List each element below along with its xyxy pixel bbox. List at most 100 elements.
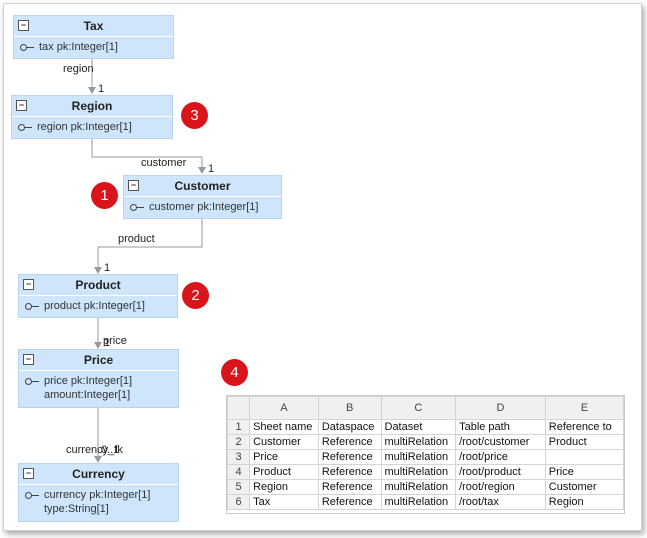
key-icon bbox=[20, 43, 34, 51]
table-cell[interactable]: Reference bbox=[317, 464, 382, 480]
entity-price[interactable]: − Price price pk:Integer[1] amount:Integ… bbox=[18, 349, 179, 408]
key-icon bbox=[25, 377, 39, 385]
entity-field: region pk:Integer[1] bbox=[37, 121, 132, 133]
entity-region[interactable]: − Region region pk:Integer[1] bbox=[11, 95, 173, 139]
table-cell[interactable] bbox=[544, 449, 624, 465]
edge-multiplicity: 1 bbox=[104, 262, 111, 274]
column-header[interactable]: B bbox=[317, 396, 382, 420]
table-cell[interactable]: Price bbox=[249, 449, 319, 465]
table-cell[interactable]: Reference bbox=[317, 449, 382, 465]
entity-customer[interactable]: − Customer customer pk:Integer[1] bbox=[123, 175, 282, 219]
table-cell[interactable]: Product bbox=[544, 434, 624, 450]
column-header[interactable]: A bbox=[249, 396, 319, 420]
table-cell[interactable]: Tax bbox=[249, 494, 319, 510]
row-number[interactable]: 5 bbox=[227, 479, 251, 495]
column-header[interactable]: D bbox=[455, 396, 546, 420]
table-cell[interactable]: Reference bbox=[317, 479, 382, 495]
corner-cell[interactable] bbox=[227, 396, 251, 420]
key-icon bbox=[25, 491, 39, 499]
edge-multiplicity: 1 bbox=[104, 337, 111, 349]
collapse-icon[interactable]: − bbox=[16, 100, 27, 111]
entity-header: − Currency bbox=[19, 464, 178, 485]
table-cell[interactable]: Reference bbox=[317, 494, 382, 510]
table-cell[interactable]: /root/customer bbox=[455, 434, 546, 450]
entity-header: − Price bbox=[19, 350, 178, 371]
arrow-head bbox=[94, 267, 102, 274]
table-row: 6 Tax Reference multiRelation /root/tax … bbox=[227, 494, 624, 510]
column-header-row: A B C D E bbox=[227, 396, 624, 420]
table-row: 4 Product Reference multiRelation /root/… bbox=[227, 464, 624, 480]
row-number[interactable]: 4 bbox=[227, 464, 251, 480]
entity-title: Product bbox=[75, 278, 121, 292]
table-row: 3 Price Reference multiRelation /root/pr… bbox=[227, 449, 624, 465]
collapse-icon[interactable]: − bbox=[128, 180, 139, 191]
edge-customer-product bbox=[97, 219, 203, 273]
table-cell[interactable]: Sheet name bbox=[249, 419, 319, 435]
table-cell[interactable]: /root/tax bbox=[455, 494, 546, 510]
row-number[interactable]: 2 bbox=[227, 434, 251, 450]
collapse-icon[interactable]: − bbox=[23, 354, 34, 365]
table-cell[interactable]: /root/product bbox=[455, 464, 546, 480]
row-number[interactable]: 3 bbox=[227, 449, 251, 465]
table-cell[interactable]: multiRelation bbox=[380, 449, 457, 465]
table-cell[interactable]: multiRelation bbox=[380, 434, 457, 450]
table-cell[interactable]: Reference to bbox=[544, 419, 624, 435]
entity-field: price pk:Integer[1] bbox=[44, 375, 133, 387]
edge-multiplicity: 1 bbox=[208, 163, 215, 175]
collapse-icon[interactable]: − bbox=[23, 468, 34, 479]
table-cell[interactable]: multiRelation bbox=[380, 464, 457, 480]
row-number[interactable]: 1 bbox=[227, 419, 251, 435]
key-icon bbox=[18, 123, 32, 131]
arrow-head bbox=[198, 167, 206, 174]
edge-label-product: product bbox=[118, 233, 155, 245]
table-cell[interactable]: /root/price bbox=[455, 449, 546, 465]
edge-region-customer bbox=[91, 138, 203, 173]
arrow-head bbox=[88, 87, 96, 94]
table-cell[interactable]: Customer bbox=[249, 434, 319, 450]
arrow-head bbox=[94, 456, 102, 463]
arrow-head bbox=[94, 342, 102, 349]
row-number[interactable]: 6 bbox=[227, 494, 251, 510]
entity-field: tax pk:Integer[1] bbox=[39, 41, 118, 53]
key-icon bbox=[25, 302, 39, 310]
table-cell[interactable]: Region bbox=[249, 479, 319, 495]
entity-product[interactable]: − Product product pk:Integer[1] bbox=[18, 274, 178, 318]
column-header[interactable]: E bbox=[544, 396, 624, 420]
callout-badge-2: 2 bbox=[182, 282, 209, 309]
edge-label-price: price bbox=[103, 335, 127, 347]
callout-badge-1: 1 bbox=[91, 182, 118, 209]
table-cell[interactable]: Dataspace bbox=[317, 419, 382, 435]
entity-currency[interactable]: − Currency currency pk:Integer[1] type:S… bbox=[18, 463, 179, 522]
table-cell[interactable]: Price bbox=[544, 464, 624, 480]
entity-field: product pk:Integer[1] bbox=[44, 300, 145, 312]
entity-title: Region bbox=[71, 99, 113, 113]
table-cell[interactable]: Table path bbox=[455, 419, 546, 435]
spreadsheet: A B C D E 1 Sheet name Dataspace Dataset… bbox=[226, 395, 625, 514]
table-cell[interactable]: multiRelation bbox=[380, 494, 457, 510]
table-cell[interactable]: Dataset bbox=[380, 419, 457, 435]
entity-header: − Customer bbox=[124, 176, 281, 197]
table-cell[interactable]: multiRelation bbox=[380, 479, 457, 495]
table-cell[interactable]: Reference bbox=[317, 434, 382, 450]
column-header[interactable]: C bbox=[380, 396, 457, 420]
entity-field: currency pk:Integer[1] bbox=[44, 489, 151, 501]
edge-multiplicity: 0..1 bbox=[101, 444, 120, 456]
table-cell[interactable]: Customer bbox=[544, 479, 624, 495]
table-cell[interactable]: Product bbox=[249, 464, 319, 480]
entity-tax[interactable]: − Tax tax pk:Integer[1] bbox=[13, 15, 174, 59]
entity-title: Price bbox=[83, 353, 114, 367]
entity-field: customer pk:Integer[1] bbox=[149, 201, 259, 213]
collapse-icon[interactable]: − bbox=[18, 20, 29, 31]
table-row: 2 Customer Reference multiRelation /root… bbox=[227, 434, 624, 450]
edge-label-region: region bbox=[63, 63, 94, 75]
table-cell[interactable]: Region bbox=[544, 494, 624, 510]
key-icon bbox=[130, 203, 144, 211]
entity-header: − Product bbox=[19, 275, 177, 296]
edge-label-currency-fk: currency_fk bbox=[66, 444, 123, 456]
collapse-icon[interactable]: − bbox=[23, 279, 34, 290]
table-row: 1 Sheet name Dataspace Dataset Table pat… bbox=[227, 419, 624, 435]
table-cell[interactable]: /root/region bbox=[455, 479, 546, 495]
entity-title: Currency bbox=[72, 467, 125, 481]
entity-field: amount:Integer[1] bbox=[44, 389, 131, 401]
